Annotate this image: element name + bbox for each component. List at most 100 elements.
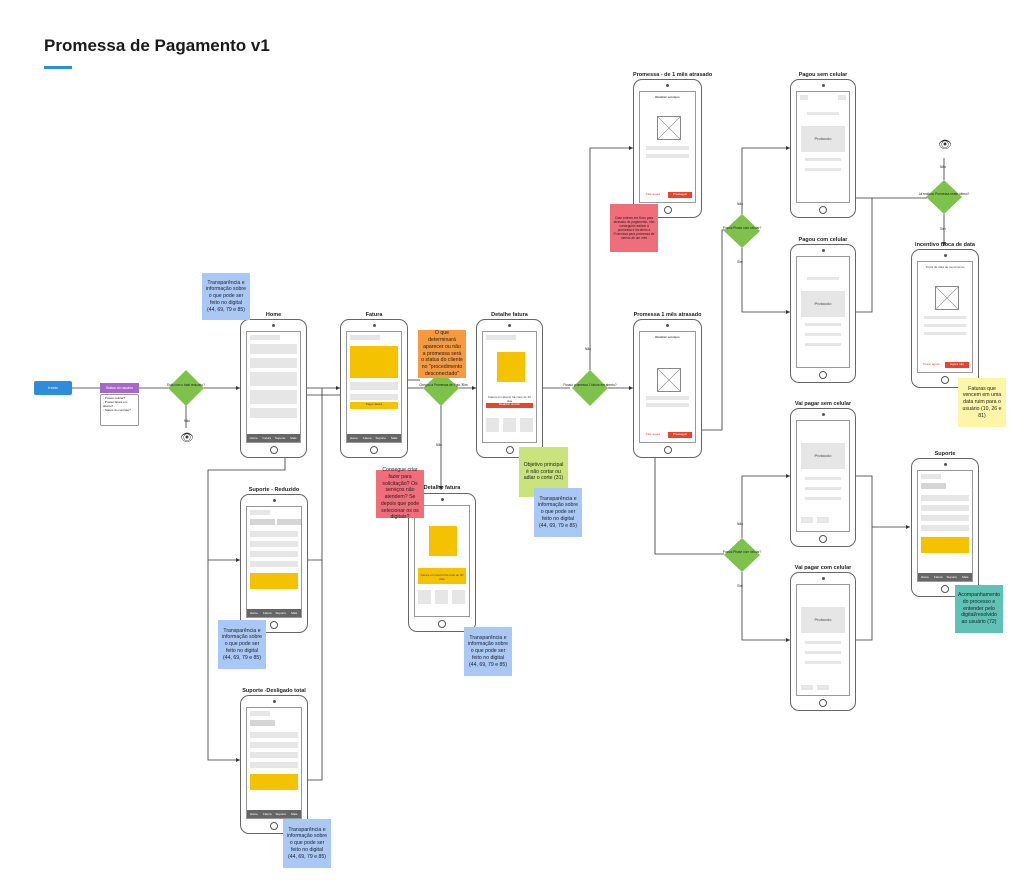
phone-promessa-menos: Realizar serviços Fale agora Prosseguir [633,79,702,218]
phone-fatura: Pagar fatura Home Fatura Suporte Mais [340,319,408,458]
fatura-tab-fatura[interactable]: Fatura [362,436,372,440]
sticky-note-5: Transparência e informação sobre o que p… [534,488,582,537]
vai-com-protocolo: Protocolo [814,617,832,622]
sd-tab-mais[interactable]: Mais [291,812,298,816]
fatura-pay-button[interactable]: Pagar fatura [365,402,383,406]
edge-reduzido-back [308,388,323,561]
sticky-note-3: Consegue criar fazer para solicitação? O… [376,467,424,520]
hidden-eye-icon: 👁 [180,432,194,444]
screen-title-sup-reduzido: Suporte - Reduzido [248,487,300,493]
fatura-tab-suporte[interactable]: Suporte [375,436,386,440]
phone-incentivo: Troca de data de vencimento Trocar agora… [911,249,979,388]
hidden-eye-icon-2: 👁 [938,139,952,151]
sup-tab-suporte[interactable]: Suporte [946,575,957,579]
decision-d3 [572,370,608,406]
tab-fatura[interactable]: Fatura [262,436,272,440]
sr-tab-home[interactable]: Home [249,611,258,615]
sup-tab-mais[interactable]: Mais [962,575,969,579]
sr-tab-suporte[interactable]: Suporte [275,611,286,615]
edge-label-nao-d4: Não [737,202,743,206]
decision-d2-text: Chegou a Promessa de Pgto.? [419,383,463,387]
edge-d3-promessa-menos [589,147,633,370]
edge-label-nao-d3: Não [585,347,591,351]
tab-suporte[interactable]: Suporte [274,436,286,440]
edge-d4-pagou-com [741,248,790,313]
pagou-sem-protocolo: Protocolo [814,136,832,141]
sticky-note-10: Faturas que vencem em uma data ruim para… [958,378,1006,427]
phone-vai-sem: Protocolo [790,408,856,547]
detalhe2-due-text: Fatura em aberto há mais de 30 dias [420,573,464,581]
sd-tab-suporte[interactable]: Suporte [275,812,286,816]
decision-d6 [926,180,962,214]
screen-title-vai-com: Vai pagar com celular [794,565,852,571]
edge-promessa1-d5 [654,440,724,555]
phone-sup-desligado: Home Fatura Suporte Mais [240,695,308,834]
edge-home-sup-desligado [207,560,240,761]
promessa1-left-btn[interactable]: Fale agora [645,432,661,436]
decision-d3-text: Possui promessa 1 fatura em aberto? [563,383,616,387]
sticky-note-8: Transparência e informação sobre o que p… [283,819,331,868]
screen-title-incentivo: Incentivo troca de data [915,242,975,248]
start-node: Início [34,381,72,395]
promessa-menos-right-btn[interactable]: Prosseguir [672,192,688,196]
edge-label-sim-d4: Sim [737,260,743,264]
screen-title-pagou-sem: Pagou sem celular [798,72,848,78]
screen-title-vai-sem: Vai pagar sem celular [794,401,852,407]
incentivo-header: Troca de data de vencimento [925,265,965,269]
edge-vaicom-merge [856,527,873,641]
sup-tab-home[interactable]: Home [920,575,929,579]
tab-mais[interactable]: Mais [290,436,297,440]
promessa1-right-btn[interactable]: Prosseguir [672,432,688,436]
tab-home[interactable]: Home [249,436,258,440]
incentivo-left-btn[interactable]: Trocar agora [922,362,940,366]
edge-vaisem-suporte [856,475,910,528]
edge-d5-vai-com [741,572,790,641]
sup-tab-fatura[interactable]: Fatura [933,575,943,579]
screen-title-fatura: Fatura [365,312,383,318]
edge-d5-vai-sem [741,475,790,538]
incentivo-right-btn[interactable]: Agora não [950,362,964,366]
decision-d1 [168,370,204,406]
decision-d2 [423,371,459,406]
sd-tab-home[interactable]: Home [249,812,258,816]
promessa1-header: Realizar serviços [655,335,680,339]
detalhe1-acordo-button[interactable]: Realizar acordo [498,402,520,406]
fatura-tab-home[interactable]: Home [349,436,358,440]
edge-label-nao-d1: Não [184,419,190,423]
promessa-menos-left-btn[interactable]: Fale agora [645,192,661,196]
sd-tab-fatura[interactable]: Fatura [262,812,272,816]
sr-tab-mais[interactable]: Mais [291,611,298,615]
decision-d6-text: Já realizou Promessa neste último? [919,192,970,196]
phone-suporte: Home Fatura Suporte Mais [911,458,979,597]
phone-pagou-com: Protocolo [790,244,856,383]
decision-d5-text: Possui Phase com celular? [723,550,762,554]
edge-label-nao-d2: Não [436,443,442,447]
phone-sup-reduzido: Home Fatura Suporte Mais [240,494,308,633]
screen-title-detalhe1: Detalhe fatura [491,312,528,318]
user-status-notes: - Possui celular? - Possui fatura em abe… [100,394,139,426]
sticky-note-2: O que determinará aparecer ou não a prom… [418,330,466,378]
decision-d1-text: Está com o total reduzido? [167,383,205,387]
fatura-tab-mais[interactable]: Mais [391,436,398,440]
phone-detalhe1: Fatura em aberto há mais de 30 dias Real… [476,319,543,458]
edge-label-sim-d2: Sim [462,383,468,387]
decision-d4 [724,214,760,248]
sticky-note-7: Transparência e informação sobre o que p… [464,627,512,676]
edge-promessa1-d4 [702,229,728,431]
screen-title-suporte: Suporte [934,451,956,457]
edge-label-nao-d5: Não [737,522,743,526]
edge-d4-pagou-sem [741,147,790,214]
sticky-note-4: Objetivo principal é não cortar ou adiar… [519,447,568,497]
phone-promessa1: Realizar serviços Fale agora Prosseguir [633,319,702,458]
sr-tab-fatura[interactable]: Fatura [262,611,272,615]
screen-title-promessa1: Promessa 1 mês atrasado [633,312,702,318]
vai-sem-protocolo: Protocolo [814,453,832,458]
home-tabbar: Home Fatura Suporte Mais [247,434,300,442]
user-status-node: Status do usuário [100,383,139,393]
screen-title-sup-desligado: Suporte -Desligado total [242,688,306,694]
title-underline [44,66,72,69]
edge-pagoucom-merge [856,198,873,313]
screen-title-promessa-menos: Promessa - de 1 mês atrasado [633,72,713,78]
edge-home-sup-reduzido [207,438,286,561]
